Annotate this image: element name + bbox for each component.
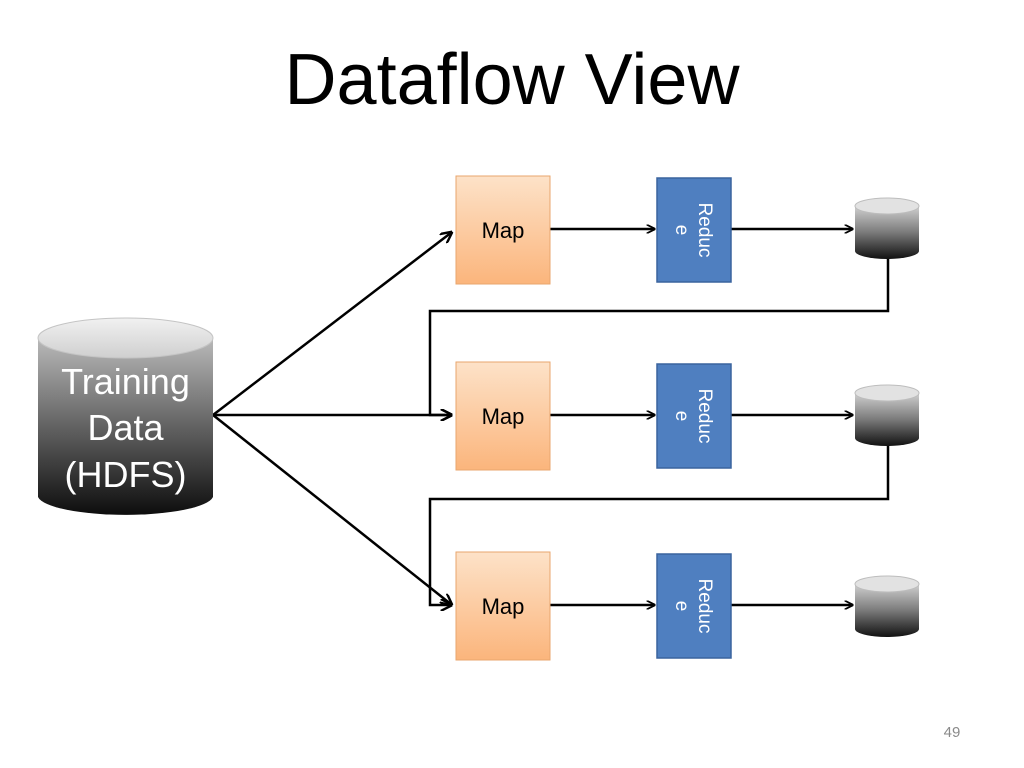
map-node-1-label: Map (482, 218, 525, 243)
map-node-1 (455, 175, 551, 285)
edge-hdfs-to-map-1 (212, 232, 452, 416)
reduce-node-2 (656, 363, 732, 469)
map-node-2-label: Map (482, 404, 525, 429)
reduce-node-1 (656, 177, 732, 283)
hdfs-label-line-1: Training (61, 361, 190, 402)
edge-hdfs-to-map-3 (212, 414, 452, 605)
reduce-node-3-label-line-2: e (671, 601, 692, 612)
edge-store-2-to-map-3 (428, 445, 890, 605)
map-node-3-label: Map (482, 594, 525, 619)
training-data-hdfs-cylinder: Training Data (HDFS) (37, 317, 214, 515)
hdfs-label-line-3: (HDFS) (65, 454, 187, 495)
dataflow-row-1: Map Reduc e (455, 175, 920, 285)
reduce-node-3 (656, 553, 732, 659)
reduce-node-3-label-line-1: Reduc (694, 579, 715, 634)
slide-number: 49 (943, 724, 961, 741)
output-store-2 (854, 384, 920, 446)
output-store-3 (854, 575, 920, 637)
hdfs-label-line-2: Data (87, 407, 164, 448)
output-store-1 (854, 197, 920, 259)
dataflow-row-2: Map Reduc e (455, 361, 920, 471)
reduce-node-2-label-line-2: e (671, 411, 692, 422)
reduce-node-1-label-line-1: Reduc (694, 203, 715, 258)
reduce-node-2-label-line-1: Reduc (694, 389, 715, 444)
map-node-2 (455, 361, 551, 471)
dataflow-row-3: Map Reduc e (455, 551, 920, 661)
map-node-3 (455, 551, 551, 661)
slide-title: Dataflow View (284, 40, 740, 120)
reduce-node-1-label-line-2: e (671, 225, 692, 236)
edge-store-1-to-map-2 (428, 258, 890, 415)
